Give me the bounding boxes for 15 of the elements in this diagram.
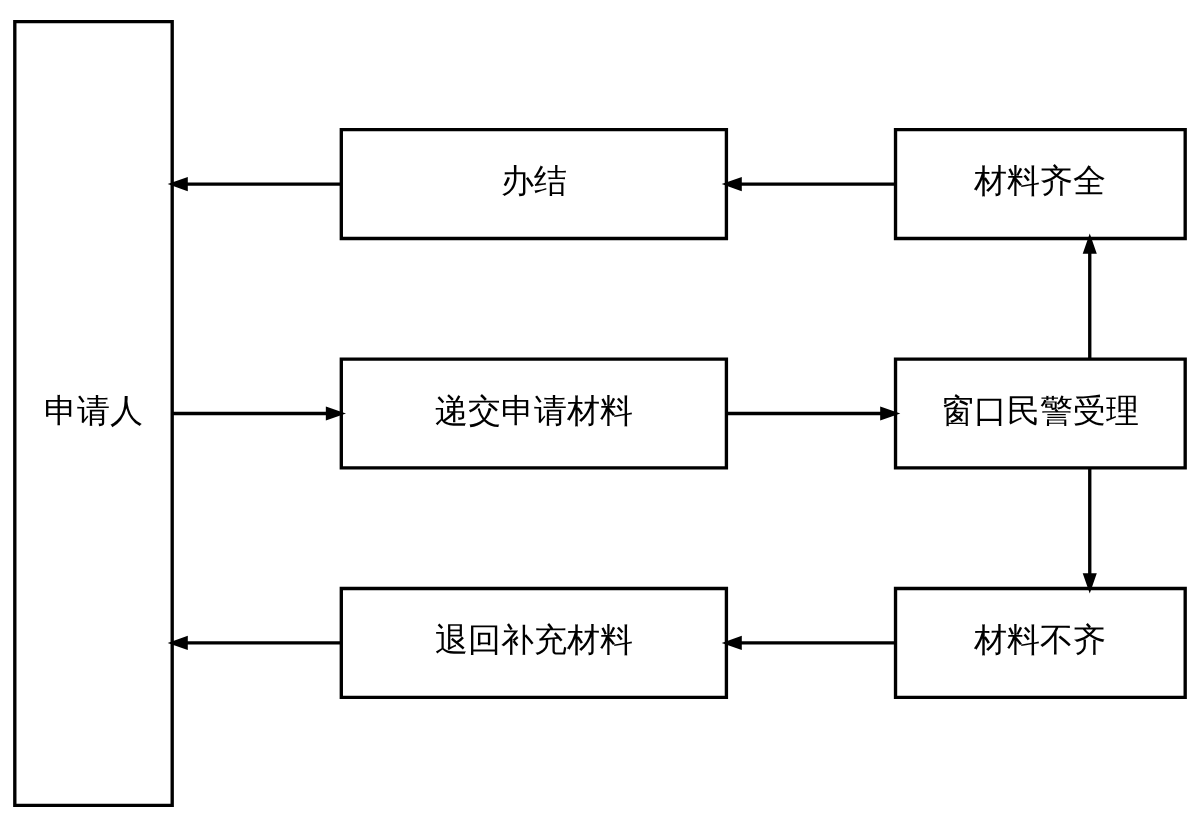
arrow xyxy=(167,635,341,650)
node-box: 材料齐全 xyxy=(893,128,1187,241)
node-box: 办结 xyxy=(339,128,729,241)
node-box: 递交申请材料 xyxy=(339,357,729,470)
arrow xyxy=(721,177,896,192)
arrow xyxy=(172,406,346,421)
node-box: 申请人 xyxy=(13,20,174,807)
arrow xyxy=(721,635,896,650)
node-box: 材料不齐 xyxy=(893,586,1187,699)
arrow xyxy=(1082,468,1097,594)
arrow xyxy=(726,406,901,421)
arrow xyxy=(167,177,341,192)
arrow xyxy=(1082,233,1097,359)
node-box: 退回补充材料 xyxy=(339,586,729,699)
node-box: 窗口民警受理 xyxy=(893,357,1187,470)
